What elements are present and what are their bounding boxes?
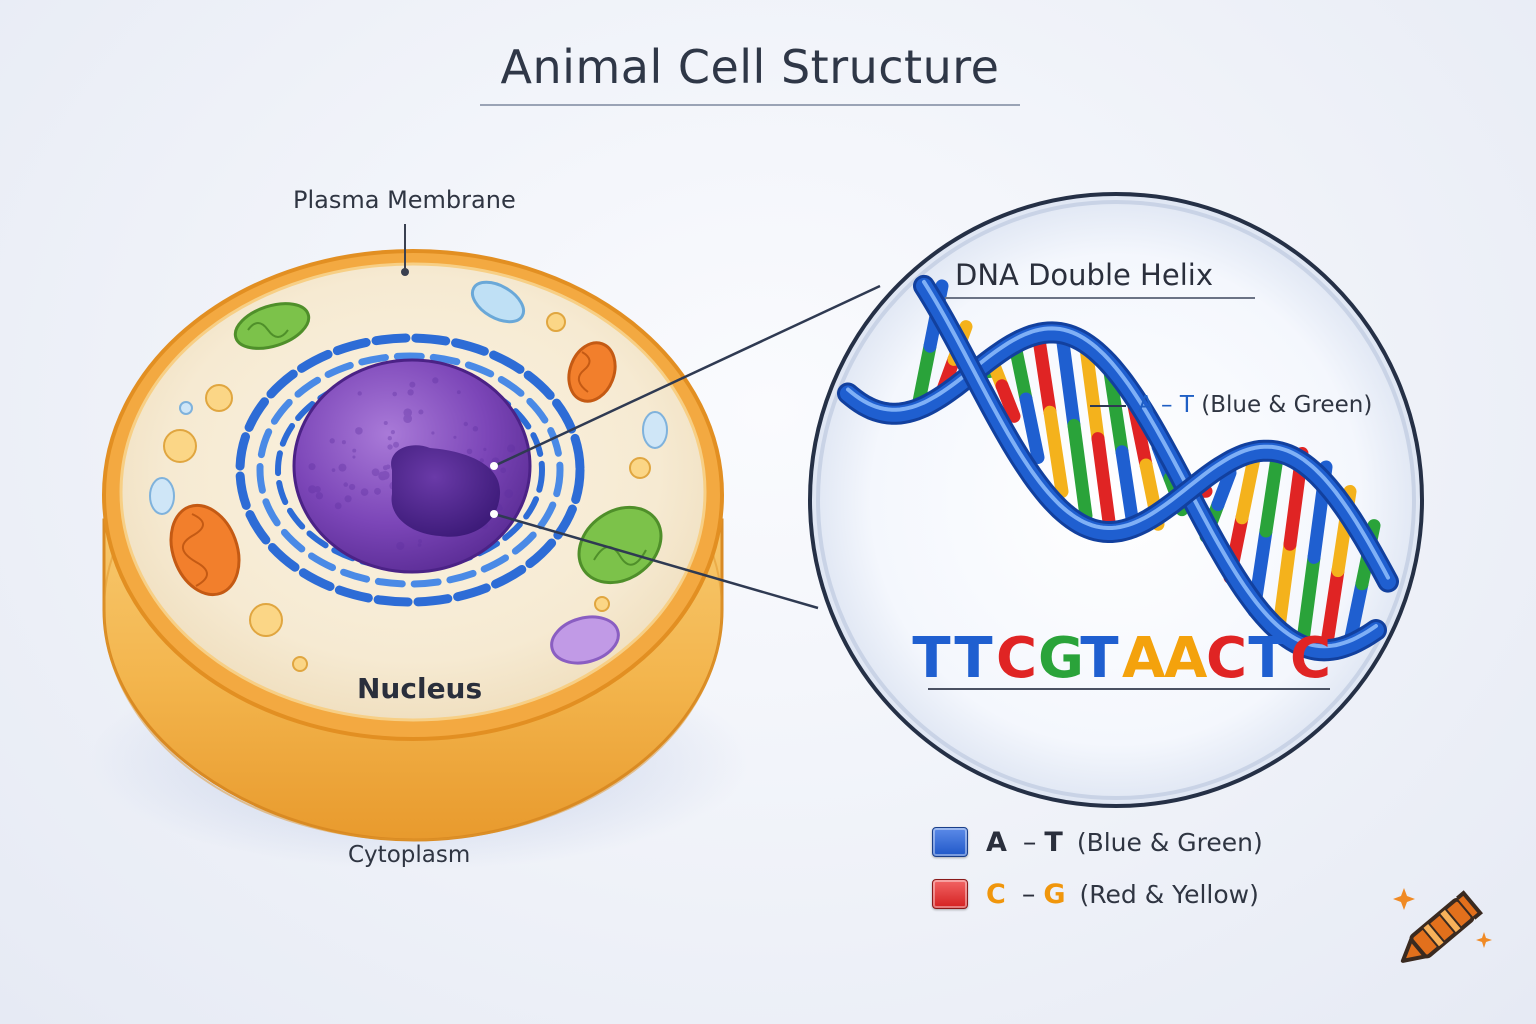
base-pair-rung xyxy=(1079,341,1105,446)
sequence-base: A xyxy=(1164,626,1211,691)
legend-row-cg: C – G (Red & Yellow) xyxy=(932,868,1263,920)
legend-at-dash: – xyxy=(1022,826,1037,858)
membrane-pointer-dot xyxy=(401,268,409,276)
organelles xyxy=(149,280,668,672)
legend-swatch-blue xyxy=(932,827,968,857)
vesicle-yellow-2 xyxy=(163,429,197,463)
zoom-line-upper xyxy=(493,284,881,468)
legend-row-at: A – T (Blue & Green) xyxy=(932,816,1263,868)
mitochondrion-green xyxy=(233,302,311,350)
legend-cg-right: G xyxy=(1043,878,1066,910)
sequence-base: C xyxy=(996,626,1041,691)
base-pair-label: A – T (Blue & Green) xyxy=(1138,392,1372,418)
base-pair-rung xyxy=(1103,365,1129,459)
base-pair-label-dash: – xyxy=(1161,392,1173,418)
vesicle-lightblue-2 xyxy=(149,477,175,515)
vesicle-lightblue xyxy=(642,411,668,449)
base-pair-rung xyxy=(1211,466,1237,512)
legend-cg-left: C xyxy=(986,878,1006,910)
helix-backbone-highlight xyxy=(846,326,1378,649)
helix-backbone-strand xyxy=(840,324,1384,659)
base-pair-rung xyxy=(1319,564,1345,657)
vesicle-small-3 xyxy=(179,401,193,415)
base-pair-rung xyxy=(1091,432,1117,536)
base-pair-rung xyxy=(995,379,1021,423)
legend-cg-note: (Red & Yellow) xyxy=(1079,879,1259,909)
sequence-base: T xyxy=(1248,626,1290,691)
sequence-base: A xyxy=(1122,626,1169,691)
lysosome-purple xyxy=(550,615,620,665)
crayon-icon xyxy=(1393,888,1492,963)
legend-cg-dash: – xyxy=(1021,878,1036,910)
legend: A – T (Blue & Green) C – G (Red & Yellow… xyxy=(932,816,1263,920)
dna-sequence-underline xyxy=(928,688,1330,690)
plasma-membrane-label: Plasma Membrane xyxy=(293,186,516,214)
base-pair-label-note: (Blue & Green) xyxy=(1201,392,1373,418)
mitochondrion-orange-2 xyxy=(169,503,241,597)
base-pair-label-a: A xyxy=(1138,392,1154,418)
page-title: Animal Cell Structure xyxy=(500,40,1000,94)
chromatin-texture xyxy=(308,377,516,550)
helix-backbone-highlight xyxy=(922,279,1390,580)
nucleus-label: Nucleus xyxy=(357,672,483,705)
pair-label-pointer xyxy=(1090,405,1126,407)
sequence-base: C xyxy=(1290,626,1335,691)
base-pair-rung xyxy=(1067,418,1093,523)
base-pair-rung xyxy=(1019,392,1045,464)
title-underline xyxy=(480,104,1020,106)
sequence-base: T xyxy=(1080,626,1122,691)
base-pair-label-t: T xyxy=(1179,392,1194,418)
vesicle-small xyxy=(292,656,308,672)
base-pair-rung xyxy=(1295,550,1321,655)
dna-title-underline xyxy=(945,297,1255,299)
mitochondrion-green-2 xyxy=(577,505,663,585)
mitochondrion-orange xyxy=(567,341,617,403)
sequence-base: T xyxy=(912,626,954,691)
zoom-line-lower xyxy=(493,512,819,610)
base-pair-rung xyxy=(1043,405,1069,499)
vesicle-small-2 xyxy=(594,596,610,612)
base-pair-rung xyxy=(1259,444,1285,538)
cytoplasm-label: Cytoplasm xyxy=(348,842,471,868)
sequence-base: C xyxy=(1206,626,1251,691)
vesicle-yellow-3 xyxy=(249,603,283,637)
dna-title: DNA Double Helix xyxy=(955,258,1213,292)
vesicle-blue xyxy=(470,280,526,324)
base-pair-rung xyxy=(1031,326,1057,419)
base-pair-rung xyxy=(1235,451,1261,525)
base-pair-rung xyxy=(1055,328,1081,432)
legend-swatch-red xyxy=(932,879,968,909)
nucleolus xyxy=(391,445,501,537)
dna-helix xyxy=(837,274,1399,662)
legend-at-right: T xyxy=(1044,826,1063,858)
legend-at-note: (Blue & Green) xyxy=(1076,827,1263,857)
vesicle-yellow xyxy=(205,384,233,412)
sequence-base: G xyxy=(1038,626,1087,691)
vesicle-yellow-4 xyxy=(546,312,566,332)
vesicle-yellow-5 xyxy=(629,457,651,479)
legend-at-left: A xyxy=(986,826,1007,858)
sequence-base: T xyxy=(954,626,996,691)
